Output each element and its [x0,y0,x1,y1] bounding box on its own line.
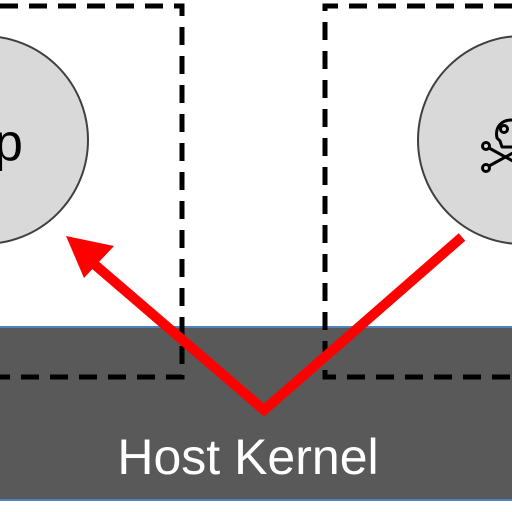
container-b-boundary [322,3,512,380]
container-a-process-label: p [0,114,23,172]
attack-arrow [66,233,466,417]
skull-crossbones-icon [481,118,512,173]
container-b-process-circle [417,35,512,245]
container-a-boundary [0,3,185,380]
container-a-process-circle [0,36,89,244]
attack-arrow-head [66,236,114,278]
host-kernel-band [0,326,512,501]
attack-arrow-path [90,233,466,417]
host-kernel-label: Host Kernel [117,429,378,485]
